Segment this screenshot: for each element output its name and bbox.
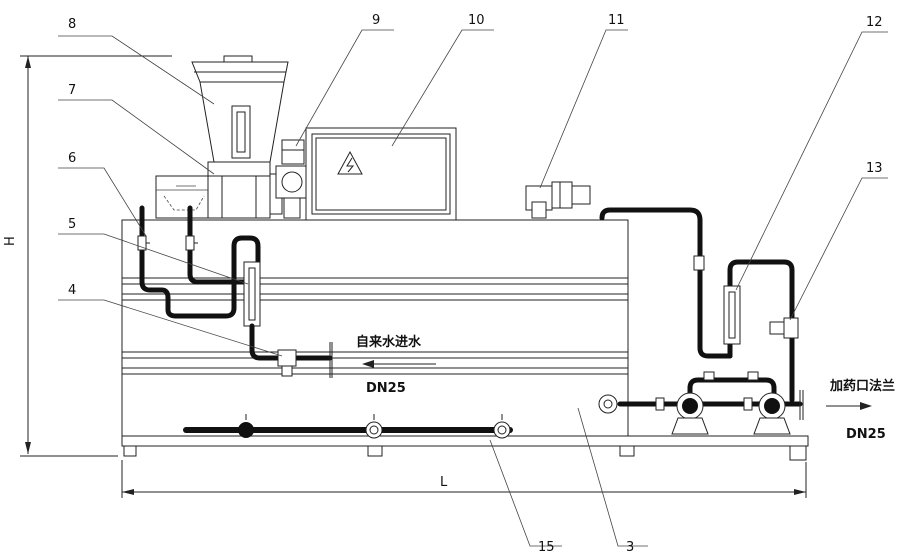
pre-mixing-box [155,175,209,219]
left-rotameter [243,261,289,361]
length-label: L [440,475,448,490]
inlet-valve [277,342,333,378]
height-dimension [20,55,172,457]
callout-5: 5 [68,217,76,232]
callout-12: 12 [866,15,883,30]
top-agitator-motor [525,181,591,219]
length-dimension [121,460,807,498]
water-inlet-arrow [362,360,436,368]
dosing-outlet-label: 加药口法兰 [829,378,895,394]
tap-water-inlet-label: 自来水进水 [356,334,422,350]
outlet-size-label: DN25 [846,427,886,442]
height-label: H [3,236,18,246]
callout-4: 4 [68,283,76,298]
feeder-box [207,161,283,219]
bottom-pipe [183,414,513,439]
right-rotameter [723,285,741,345]
callout-10: 10 [468,13,485,28]
powder-hopper [191,55,289,163]
callout-15: 15 [538,540,555,555]
callout-8: 8 [68,17,76,32]
dosing-pumps [598,371,804,435]
high-voltage-warning-icon [337,150,363,175]
tank-body [121,219,629,437]
inlet-size-label: DN25 [366,381,406,396]
callout-6: 6 [68,151,76,166]
inlet-piping [137,205,261,319]
base-frame [121,435,809,461]
callout-7: 7 [68,83,76,98]
mixer-motor [275,139,309,219]
callout-9: 9 [372,13,380,28]
callout-13: 13 [866,161,883,176]
control-box [305,127,457,221]
callout-3: 3 [626,540,634,555]
callout-11: 11 [608,13,625,28]
back-pressure-valve [769,317,799,339]
dosing-outlet-arrow [826,402,872,410]
outlet-piping [599,207,803,407]
leader-lines [58,29,888,547]
